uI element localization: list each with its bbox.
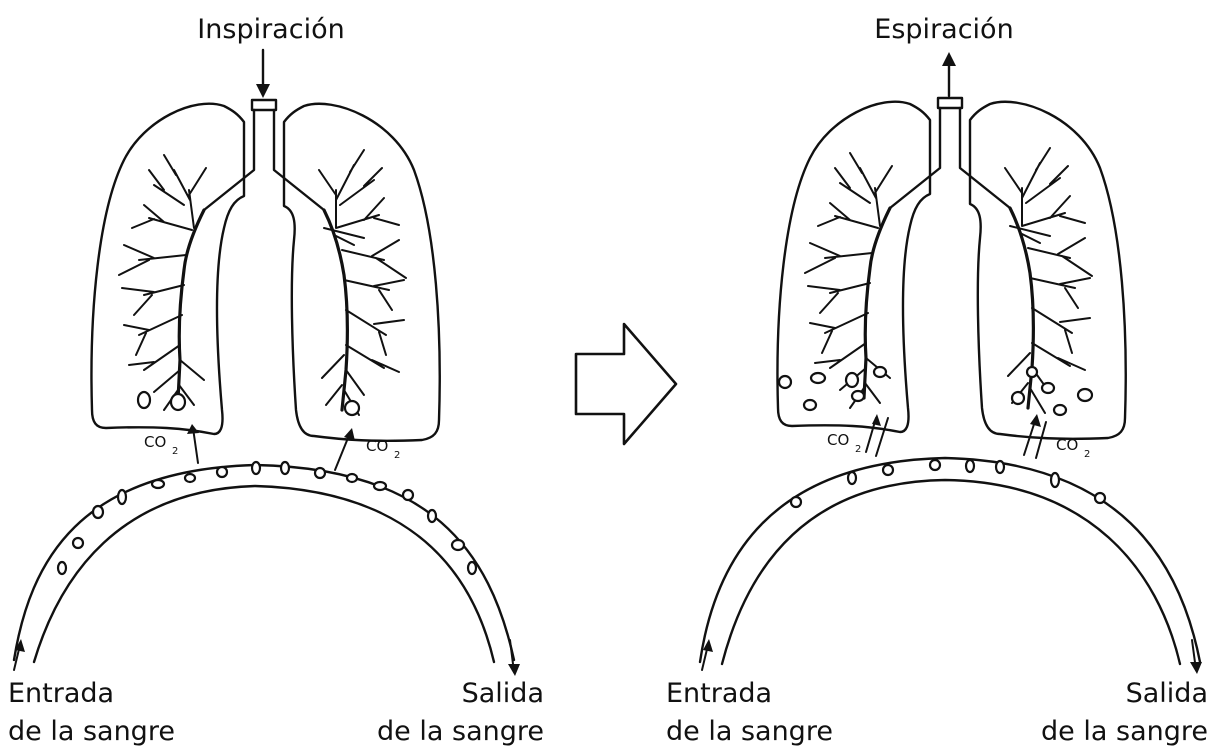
salida-label-right: Salida [1126, 678, 1208, 709]
co2-label-right-b: CO [1056, 436, 1078, 454]
salida-label-left: Salida [462, 678, 544, 709]
lungs-left [91, 100, 439, 441]
co2-label-left-b: CO [366, 437, 388, 455]
block-arrow-right-icon [576, 324, 676, 444]
svg-text:2: 2 [1084, 449, 1090, 460]
svg-text:2: 2 [172, 446, 178, 457]
entrada-label-left: Entrada [8, 678, 114, 709]
blood-cells-left [58, 462, 476, 574]
entrada-label-left-2: de la sangre [8, 716, 175, 747]
svg-text:2: 2 [855, 444, 861, 455]
title-espiracion: Espiración [874, 14, 1013, 45]
blood-vessel-outer-left [14, 465, 514, 660]
svg-text:2: 2 [394, 450, 400, 461]
lungs-right [777, 98, 1125, 439]
blood-vessel-outer-right [700, 458, 1200, 662]
co2-label-left-a: CO [144, 433, 166, 451]
entrada-label-right: Entrada [666, 678, 772, 709]
blood-cells-right [791, 460, 1105, 507]
salida-label-left-2: de la sangre [377, 716, 544, 747]
right-panel: Espiración CO 2 CO 2 [666, 14, 1208, 747]
co2-label-right-a: CO [827, 431, 849, 449]
salida-label-right-2: de la sangre [1041, 716, 1208, 747]
title-inspiracion: Inspiración [197, 14, 344, 45]
entrada-label-right-2: de la sangre [666, 716, 833, 747]
left-panel: Inspiración CO 2 CO 2 [8, 14, 544, 747]
